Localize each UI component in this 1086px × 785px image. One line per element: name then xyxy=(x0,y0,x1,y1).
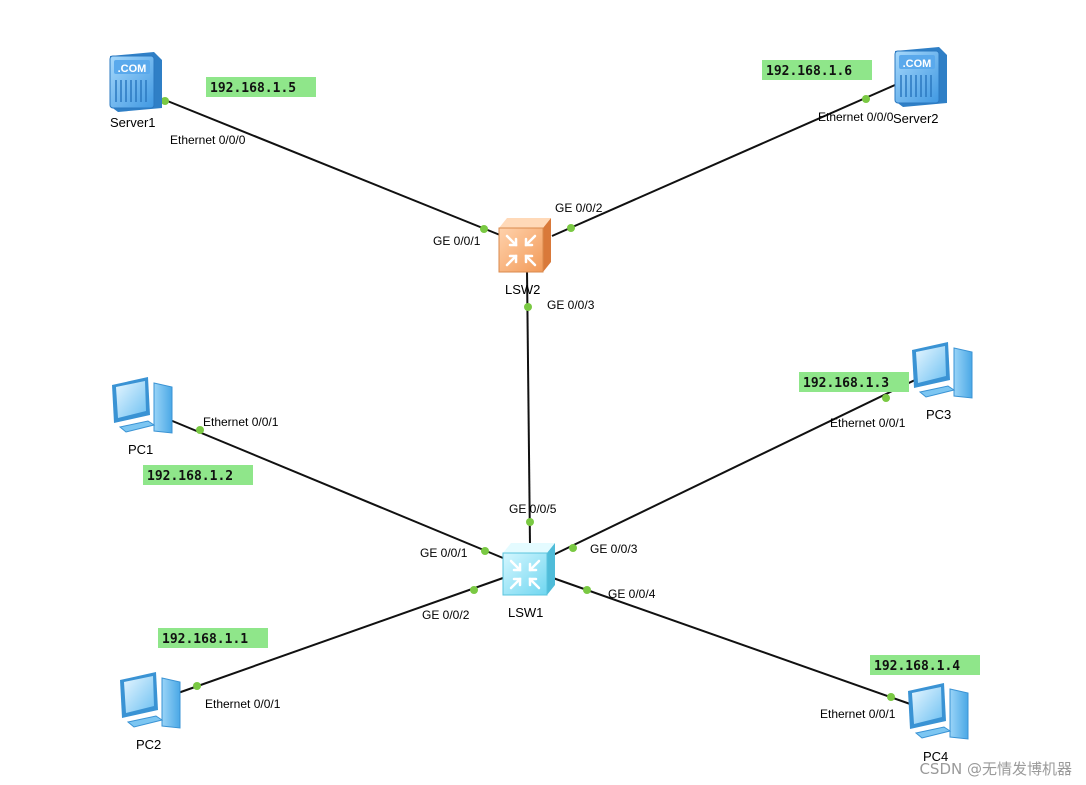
link-pc4-lsw1 xyxy=(552,577,914,706)
port-dots xyxy=(161,95,895,701)
lsw2[interactable] xyxy=(498,218,551,273)
ip-text-pc3: 192.168.1.3 xyxy=(803,376,889,391)
ip-label-pc1: 192.168.1.2 xyxy=(143,465,253,485)
pc1-label: PC1 xyxy=(128,442,153,457)
ip-label-pc4: 192.168.1.4 xyxy=(870,655,980,675)
pc4-label: PC4 xyxy=(923,749,948,764)
port-label-pc2: Ethernet 0/0/1 xyxy=(205,697,281,711)
port-label-lsw1-ge4: GE 0/0/4 xyxy=(608,587,656,601)
pc-icon xyxy=(120,672,181,729)
port-dot xyxy=(526,518,534,526)
port-dot xyxy=(862,95,870,103)
pc2-label: PC2 xyxy=(136,737,161,752)
pc-icon xyxy=(912,342,973,399)
pc-icon xyxy=(908,683,969,740)
lsw1-label: LSW1 xyxy=(508,605,543,620)
port-label-pc3: Ethernet 0/0/1 xyxy=(830,416,906,430)
pc2[interactable] xyxy=(120,672,181,729)
port-label-lsw1-ge5: GE 0/0/5 xyxy=(509,502,557,516)
links xyxy=(159,84,916,706)
ip-labels: 192.168.1.5 192.168.1.6 192.168.1.2 192.… xyxy=(143,60,980,675)
server-badge: .COM xyxy=(118,63,147,75)
port-label-lsw2-ge1: GE 0/0/1 xyxy=(433,234,481,248)
link-pc3-lsw1 xyxy=(552,379,916,556)
port-labels: Ethernet 0/0/0 Ethernet 0/0/0 GE 0/0/1 G… xyxy=(170,110,906,721)
port-label-server1: Ethernet 0/0/0 xyxy=(170,133,246,147)
switch-icon xyxy=(502,543,555,596)
ip-text-pc4: 192.168.1.4 xyxy=(874,659,960,674)
pc1[interactable] xyxy=(112,377,173,434)
ip-label-server1: 192.168.1.5 xyxy=(206,77,316,97)
server2-label: Server2 xyxy=(893,111,939,126)
pc3-label: PC3 xyxy=(926,407,951,422)
link-pc1-lsw1 xyxy=(169,419,504,559)
port-dot xyxy=(161,97,169,105)
ip-label-pc3: 192.168.1.3 xyxy=(799,372,909,392)
port-label-lsw1-ge3: GE 0/0/3 xyxy=(590,542,638,556)
server2[interactable]: .COM xyxy=(894,47,947,107)
link-lsw2-lsw1 xyxy=(526,269,531,546)
link-server2-lsw2 xyxy=(551,84,896,237)
switch-icon xyxy=(498,218,551,273)
lsw2-label: LSW2 xyxy=(505,282,540,297)
port-dot xyxy=(567,224,575,232)
port-dot xyxy=(524,303,532,311)
server-badge: .COM xyxy=(903,58,932,70)
ip-label-server2: 192.168.1.6 xyxy=(762,60,872,80)
port-label-lsw1-ge1: GE 0/0/1 xyxy=(420,546,468,560)
port-dot xyxy=(470,586,478,594)
link-server1-lsw2 xyxy=(159,97,501,236)
server-icon: .COM xyxy=(109,52,162,112)
port-dot xyxy=(882,394,890,402)
port-dot xyxy=(583,586,591,594)
port-dot xyxy=(887,693,895,701)
port-label-lsw1-ge2: GE 0/0/2 xyxy=(422,608,470,622)
lsw1[interactable] xyxy=(502,543,555,596)
port-dot xyxy=(193,682,201,690)
pc4[interactable] xyxy=(908,683,969,740)
server1[interactable]: .COM xyxy=(109,52,162,112)
pc3[interactable] xyxy=(912,342,973,399)
port-label-pc1: Ethernet 0/0/1 xyxy=(203,415,279,429)
port-dot xyxy=(569,544,577,552)
pc-icon xyxy=(112,377,173,434)
server-icon: .COM xyxy=(894,47,947,107)
link-pc2-lsw1 xyxy=(177,577,504,694)
ip-text-pc1: 192.168.1.2 xyxy=(147,469,233,484)
port-dot xyxy=(480,225,488,233)
ip-label-pc2: 192.168.1.1 xyxy=(158,628,268,648)
port-label-lsw2-ge3: GE 0/0/3 xyxy=(547,298,595,312)
port-label-lsw2-ge2: GE 0/0/2 xyxy=(555,201,603,215)
port-dot xyxy=(481,547,489,555)
ip-text-pc2: 192.168.1.1 xyxy=(162,632,248,647)
port-label-server2: Ethernet 0/0/0 xyxy=(818,110,894,124)
server1-label: Server1 xyxy=(110,115,156,130)
port-dot xyxy=(196,426,204,434)
port-label-pc4: Ethernet 0/0/1 xyxy=(820,707,896,721)
ip-text-server1: 192.168.1.5 xyxy=(210,81,296,96)
ip-text-server2: 192.168.1.6 xyxy=(766,64,852,79)
watermark: CSDN @无情发博机器 xyxy=(919,760,1072,778)
